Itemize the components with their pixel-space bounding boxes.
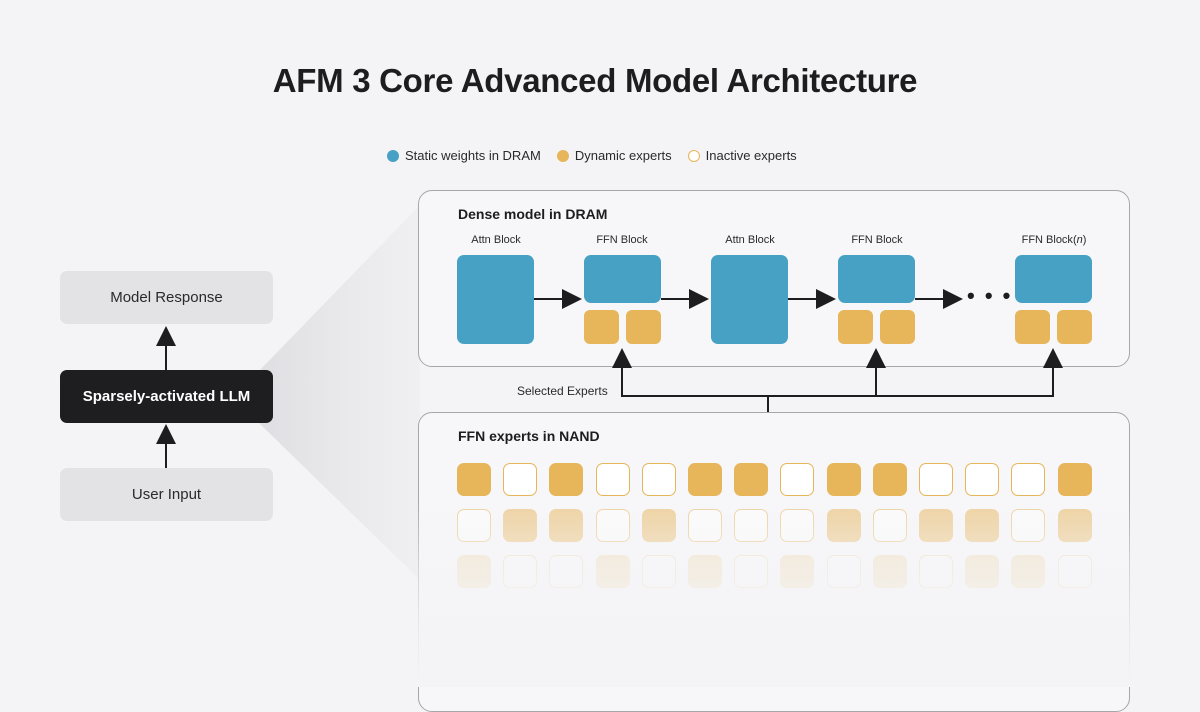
legend: Static weights in DRAM Dynamic experts I… [387, 148, 813, 163]
block-label-ffn-1: FFN Block [596, 234, 648, 246]
ffn-2-expert-a [838, 310, 873, 344]
ffn-block-1 [584, 255, 661, 303]
page-title: AFM 3 Core Advanced Model Architecture [272, 62, 918, 99]
llm-box: Sparsely-activated LLM [60, 370, 273, 423]
ffn-1-expert-b [626, 310, 661, 344]
nand-title: FFN experts in NAND [458, 428, 600, 444]
selected-experts-label: Selected Experts [517, 384, 608, 398]
nand-expert-active [457, 463, 491, 496]
nand-expert-active [826, 463, 861, 496]
legend-inactive-label: Inactive experts [705, 148, 797, 163]
legend-item-static: Static weights in DRAM [387, 148, 541, 163]
llm-label: Sparsely-activated LLM [82, 388, 251, 405]
ellipsis: • • • [967, 283, 1013, 308]
nand-expert-active [549, 463, 584, 496]
nand-expert-inactive [780, 463, 815, 496]
nand-expert-inactive [503, 463, 538, 496]
nand-expert-inactive [595, 463, 630, 496]
nand-expert-inactive [641, 463, 676, 496]
ffn-2-expert-b [880, 310, 915, 344]
block-label-attn-1: Attn Block [471, 234, 521, 246]
block-label-ffn-n-suffix: n [1076, 234, 1083, 246]
ffn-1-expert-a [584, 310, 619, 344]
legend-item-dynamic: Dynamic experts [556, 148, 672, 163]
dynamic-dot-icon [556, 149, 569, 162]
nand-expert-active [872, 463, 907, 496]
legend-dynamic-label: Dynamic experts [574, 148, 672, 163]
legend-static-label: Static weights in DRAM [405, 148, 541, 163]
diagram-connectors [156, 205, 420, 580]
model-response-box: Model Response [60, 271, 273, 324]
dram-title: Dense model in DRAM [458, 206, 608, 222]
ffn-block-2 [838, 255, 915, 303]
ffn-n-expert-b [1057, 310, 1092, 344]
nand-expert-inactive [1011, 463, 1046, 496]
inactive-dot-icon [687, 149, 700, 162]
block-label-ffn-n-text: FFN Block [1021, 234, 1073, 246]
block-label-ffn-2: FFN Block [851, 234, 903, 246]
model-response-label: Model Response [110, 289, 223, 306]
nand-expert-active [1057, 463, 1092, 496]
legend-item-inactive: Inactive experts [687, 148, 797, 163]
selected-experts-route [621, 351, 1054, 397]
nand-expert-inactive [965, 463, 1000, 496]
block-label-attn-2: Attn Block [725, 234, 775, 246]
block-label-ffn-n: FFN Block(n) [1021, 234, 1087, 246]
user-input-label: User Input [131, 486, 202, 503]
user-input-box: User Input [60, 468, 273, 521]
static-dot-icon [387, 149, 399, 162]
attn-block-1 [457, 255, 534, 344]
nand-expert-inactive [919, 463, 953, 496]
ffn-block-n [1015, 255, 1092, 303]
attn-block-2 [711, 255, 788, 344]
nand-expert-active [688, 463, 722, 496]
ffn-n-expert-a [1015, 310, 1050, 344]
focus-cone [258, 205, 420, 580]
nand-expert-active [734, 463, 769, 496]
block-arrows [534, 289, 1063, 412]
